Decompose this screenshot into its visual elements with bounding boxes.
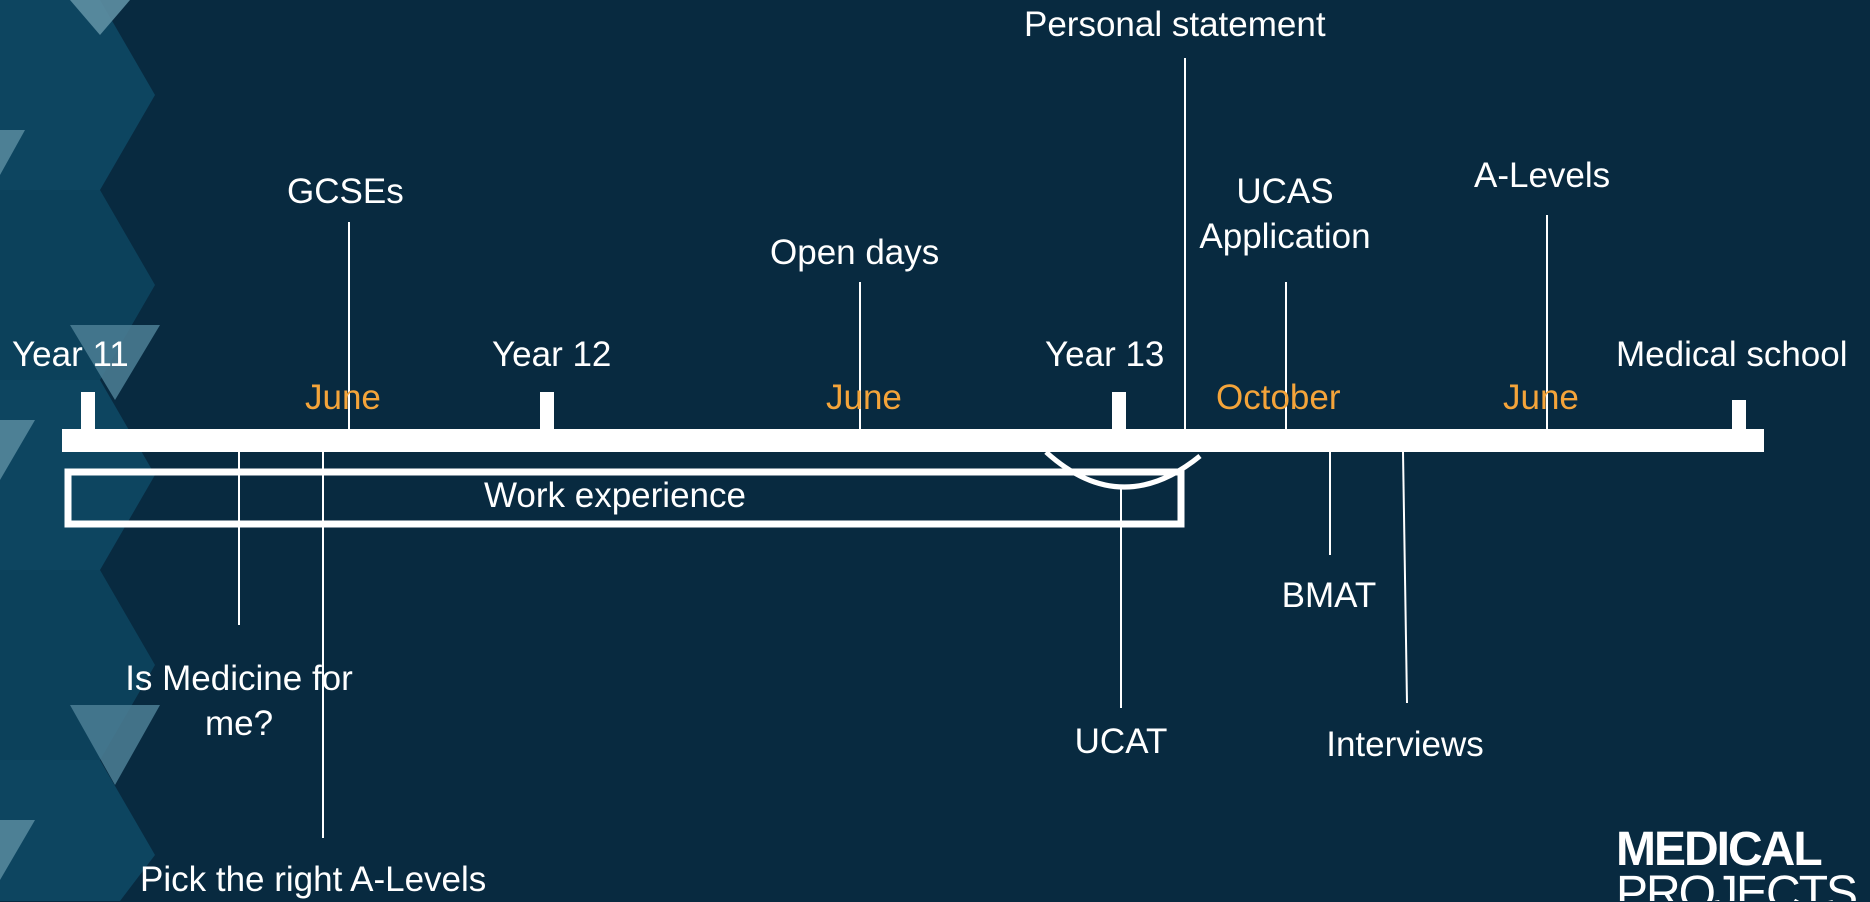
a-levels-label: A-Levels: [1474, 156, 1611, 195]
year-11-label: Year 11: [12, 335, 129, 374]
ucat-arc: [1044, 450, 1202, 490]
is-medicine-label-line2: me?: [204, 704, 274, 743]
open-days-label: Open days: [770, 233, 940, 272]
work-experience-box: [64, 468, 1185, 528]
timeline-axis: [62, 429, 1764, 452]
tick-medical-school: [1732, 400, 1746, 432]
ucas-label-line1: UCAS: [1236, 172, 1334, 211]
month-june-1: June: [305, 378, 381, 417]
tick-year-12: [540, 392, 554, 432]
is-medicine-label-line1: Is Medicine for: [125, 659, 353, 698]
logo-line2: PROJECTS: [1616, 867, 1856, 902]
year-13-label: Year 13: [1045, 335, 1165, 374]
ucat-label: UCAT: [1074, 722, 1168, 761]
interviews-connector: [1402, 451, 1408, 704]
pick-a-levels-label: Pick the right A-Levels: [140, 860, 487, 899]
month-june-2: June: [826, 378, 902, 417]
work-experience-label: Work experience: [484, 476, 746, 515]
interviews-label: Interviews: [1326, 725, 1484, 764]
tick-year-11: [81, 392, 95, 432]
bmat-label: BMAT: [1281, 576, 1377, 615]
ucas-label-line2: Application: [1199, 217, 1371, 256]
tick-year-13: [1112, 392, 1126, 432]
year-12-label: Year 12: [492, 335, 612, 374]
logo-line1: MEDICAL: [1616, 826, 1823, 876]
background-pattern: [0, 0, 160, 901]
gcses-label: GCSEs: [287, 172, 404, 211]
month-october: October: [1216, 378, 1341, 417]
medical-projects-logo: MEDICAL PROJECTS: [1616, 826, 1856, 901]
month-june-3: June: [1503, 378, 1579, 417]
personal-statement-label: Personal statement: [1024, 5, 1326, 44]
medical-school-label: Medical school: [1616, 335, 1848, 374]
